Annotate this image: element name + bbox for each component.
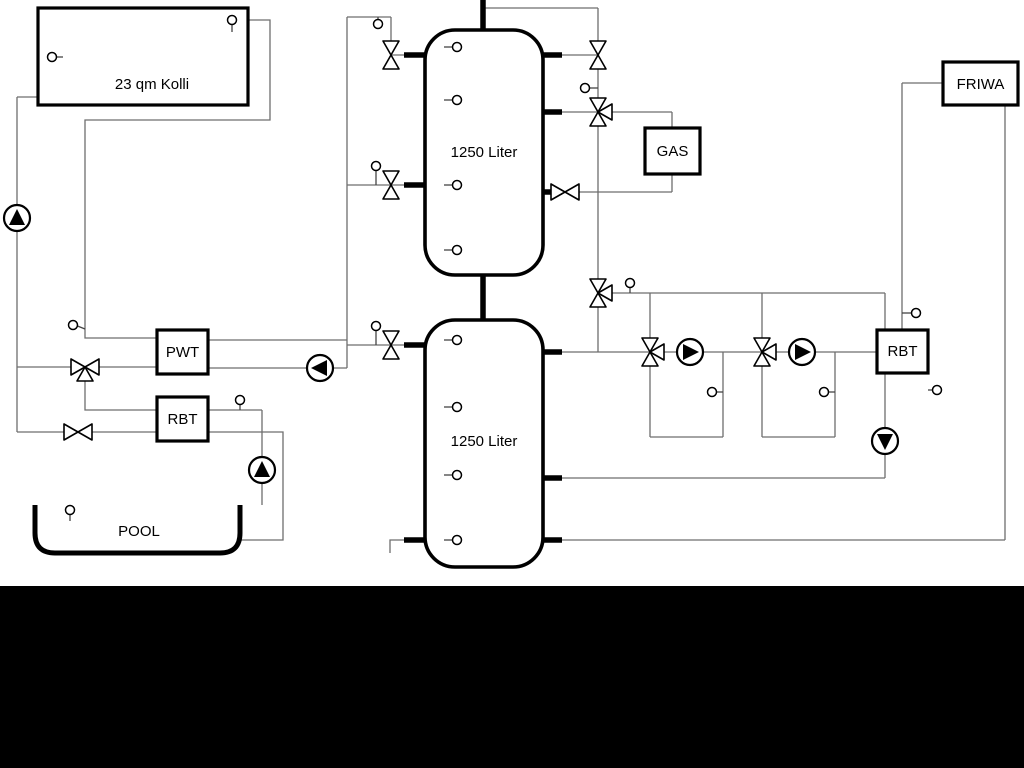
sensor-icon	[931, 384, 943, 396]
sensor-icon	[706, 386, 718, 398]
pipe-run	[543, 373, 886, 479]
sensor-icon	[910, 307, 922, 319]
sensors	[46, 14, 943, 546]
pipe-run	[346, 16, 391, 368]
sensor-icon	[370, 320, 382, 332]
sensor-icon	[226, 14, 238, 26]
pipe-run	[84, 377, 157, 411]
sensor-icon	[451, 244, 463, 256]
pwt-heat-exchanger-box	[155, 328, 210, 376]
sensor-icon	[624, 277, 636, 289]
friwa-box	[941, 60, 1020, 107]
pump-down-icon	[870, 426, 900, 456]
sensor-icon	[451, 94, 463, 106]
pipe-run	[562, 111, 673, 128]
rbt-right-heat-exchanger-box	[875, 328, 930, 375]
pump-right-icon	[675, 337, 705, 367]
rbt-right-label: RBT	[888, 343, 918, 360]
letterbox-bottom	[0, 586, 1024, 768]
sensor-icon	[372, 18, 384, 30]
sensor-icon	[46, 51, 58, 63]
pipe-run	[543, 105, 1006, 541]
pipe-run	[762, 352, 836, 438]
pipe-run	[650, 352, 724, 438]
pipe-run	[610, 292, 886, 330]
pipe-run	[84, 19, 271, 339]
pipe-run	[901, 82, 943, 330]
sensor-icon	[451, 469, 463, 481]
rbt-left-heat-exchanger-box	[155, 395, 210, 443]
sensor-icon	[234, 394, 246, 406]
sensor-icon	[451, 534, 463, 546]
pump-up-icon	[247, 455, 277, 485]
pipe-run	[16, 96, 38, 432]
sensor-icon	[370, 160, 382, 172]
tank-bottom-label: 1250 Liter	[451, 433, 518, 450]
sensor-icon	[818, 386, 830, 398]
sensor-icon	[451, 41, 463, 53]
pump-right-icon	[787, 337, 817, 367]
pool-basin	[32, 505, 243, 556]
pipe-run	[208, 431, 284, 541]
pump-left-icon	[305, 353, 335, 383]
sensor-icon	[67, 319, 79, 331]
gas-label: GAS	[657, 143, 689, 160]
buffer-tank-bottom	[423, 318, 545, 569]
pipe-run	[389, 539, 404, 553]
buffer-tank-top	[423, 28, 545, 277]
sensor-icon	[579, 82, 591, 94]
sensor-icon	[451, 334, 463, 346]
collector-label: 23 qm Kolli	[115, 76, 189, 93]
solar-collector-box	[36, 6, 250, 107]
friwa-label: FRIWA	[957, 76, 1005, 93]
rbt-left-label: RBT	[168, 411, 198, 428]
sensor-icon	[64, 504, 76, 516]
pwt-label: PWT	[166, 344, 199, 361]
pump-up-icon	[2, 203, 32, 233]
sensor-icon	[451, 179, 463, 191]
sensor-icon	[451, 401, 463, 413]
pool-label: POOL	[118, 523, 160, 540]
gas-boiler-box	[643, 126, 702, 176]
tank-top-label: 1250 Liter	[451, 144, 518, 161]
